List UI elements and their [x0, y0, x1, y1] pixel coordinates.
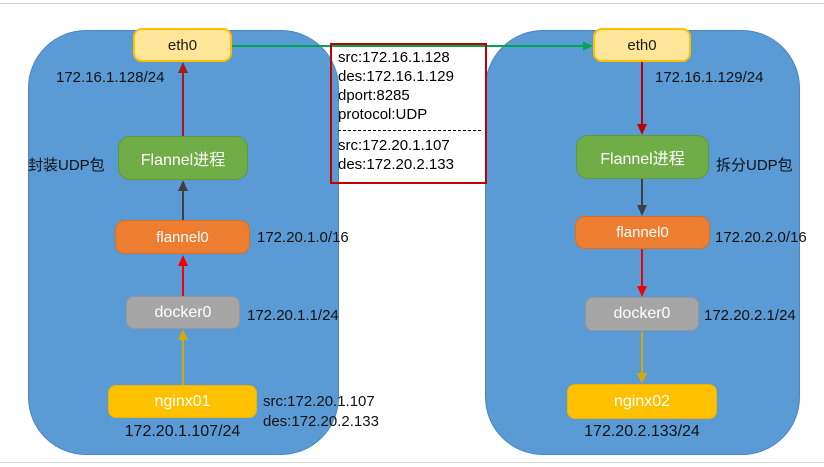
packet-inner-des: des:172.20.2.133 [338, 156, 454, 173]
arrow-flannel-to-eth0-left [178, 62, 188, 136]
arrow-docker0-to-nginx02 [637, 332, 647, 384]
decapsulate-udp-label: 拆分UDP包 [716, 157, 793, 174]
arrow-flannel-to-flannel0-right [637, 179, 647, 216]
arrow-flannel0-to-flannel-left [178, 180, 188, 220]
arrow-eth0-to-flannel-right [637, 62, 647, 135]
docker0-ip-label-left: 172.20.1.1/24 [247, 307, 339, 324]
docker0-box-right: docker0 [585, 297, 699, 331]
nginx02-ip-label: 172.20.2.133/24 [584, 423, 700, 440]
docker0-ip-label-right: 172.20.2.1/24 [704, 307, 796, 324]
arrow-nginx01-to-docker0 [178, 329, 188, 385]
pod-packet-src: src:172.20.1.107 [263, 393, 375, 410]
packet-outer-protocol: protocol:UDP [338, 106, 428, 123]
bottom-divider [0, 462, 824, 463]
eth0-ip-label-right: 172.16.1.129/24 [655, 69, 764, 86]
packet-outer-header: src:172.16.1.128 des:172.16.1.129 dport:… [332, 45, 485, 124]
packet-info-box: src:172.16.1.128 des:172.16.1.129 dport:… [330, 43, 487, 184]
top-divider [0, 3, 824, 4]
flannel-process-box-left: Flannel进程 [118, 136, 248, 180]
packet-outer-dport: dport:8285 [338, 87, 410, 104]
docker0-box-left: docker0 [126, 296, 240, 329]
flannel0-ip-label-right: 172.20.2.0/16 [715, 229, 807, 246]
pod-packet-des: des:172.20.2.133 [263, 413, 379, 430]
arrow-flannel0-to-docker0-right [637, 249, 647, 297]
encapsulate-udp-label: 封装UDP包 [28, 157, 105, 174]
flannel0-ip-label-left: 172.20.1.0/16 [257, 229, 349, 246]
packet-inner-src: src:172.20.1.107 [338, 137, 450, 154]
pod-packet-label: src:172.20.1.107 des:172.20.2.133 [263, 392, 379, 432]
nginx01-ip-label: 172.20.1.107/24 [124, 423, 241, 440]
arrow-docker0-to-flannel0-left [178, 255, 188, 296]
eth0-box-right: eth0 [593, 28, 691, 62]
nginx01-box: nginx01 [108, 385, 257, 418]
nginx02-box: nginx02 [567, 384, 717, 419]
flannel-process-box-right: Flannel进程 [576, 135, 709, 179]
arrow-eth0-left-to-eth0-right [232, 41, 593, 51]
packet-separator [338, 130, 481, 131]
flannel0-box-right: flannel0 [575, 216, 710, 249]
flannel0-box-left: flannel0 [115, 220, 250, 254]
packet-outer-des: des:172.16.1.129 [338, 68, 454, 85]
packet-inner-payload: src:172.20.1.107 des:172.20.2.133 [332, 136, 485, 174]
eth0-ip-label-left: 172.16.1.128/24 [56, 69, 165, 86]
eth0-box-left: eth0 [133, 28, 232, 62]
packet-outer-src: src:172.16.1.128 [338, 49, 450, 66]
